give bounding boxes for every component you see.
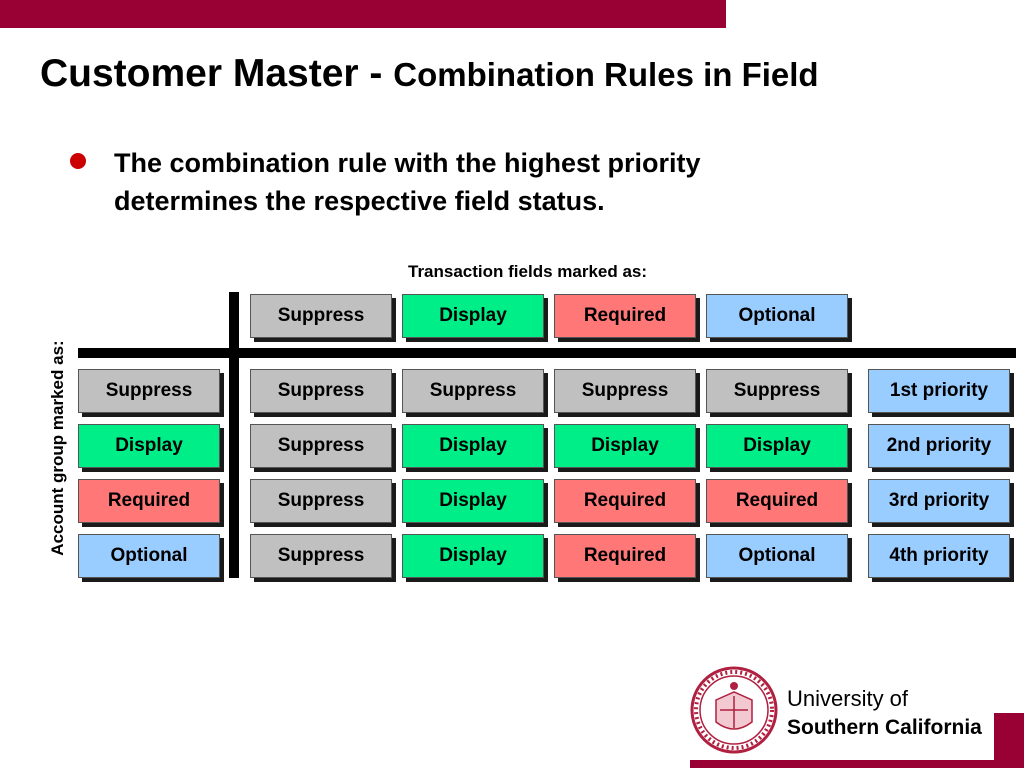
slide-title: Customer Master - Combination Rules in F…	[40, 52, 819, 96]
result-cell: Required	[554, 479, 696, 523]
result-cell: Optional	[706, 534, 848, 578]
result-cell: Display	[402, 424, 544, 468]
slide-title-sub: Combination Rules in Field	[393, 56, 819, 93]
result-cell: Display	[402, 534, 544, 578]
result-cell: Suppress	[250, 369, 392, 413]
column-header: Transaction fields marked as:	[408, 262, 648, 281]
column-box: Display	[402, 294, 544, 338]
matrix-vertical-divider	[229, 292, 239, 578]
priority-box: 1st priority	[868, 369, 1010, 413]
slide-title-main: Customer Master -	[40, 52, 394, 95]
result-cell: Suppress	[250, 479, 392, 523]
row-box: Display	[78, 424, 220, 468]
priority-box: 3rd priority	[868, 479, 1010, 523]
result-cell: Display	[706, 424, 848, 468]
result-cell: Suppress	[250, 534, 392, 578]
university-wordmark-line1: University of	[787, 686, 909, 711]
result-cell: Required	[554, 534, 696, 578]
bullet-dot-icon	[70, 153, 86, 169]
top-accent-bar	[0, 0, 726, 28]
university-wordmark-line2: Southern California	[787, 716, 982, 739]
matrix-horizontal-divider	[78, 348, 1016, 358]
result-cell: Suppress	[554, 369, 696, 413]
priority-box: 2nd priority	[868, 424, 1010, 468]
priority-box: 4th priority	[868, 534, 1010, 578]
column-box: Required	[554, 294, 696, 338]
result-cell: Display	[402, 479, 544, 523]
bottom-accent-line	[690, 760, 1024, 768]
row-box: Required	[78, 479, 220, 523]
column-box: Suppress	[250, 294, 392, 338]
row-box: Suppress	[78, 369, 220, 413]
result-cell: Required	[706, 479, 848, 523]
result-cell: Suppress	[706, 369, 848, 413]
column-box: Optional	[706, 294, 848, 338]
result-cell: Suppress	[250, 424, 392, 468]
university-seal-icon	[690, 666, 778, 754]
result-cell: Suppress	[402, 369, 544, 413]
bottom-accent-bar	[994, 713, 1024, 768]
row-header: Account group marked as:	[48, 340, 67, 556]
row-box: Optional	[78, 534, 220, 578]
bullet-text: The combination rule with the highest pr…	[114, 148, 701, 216]
result-cell: Display	[554, 424, 696, 468]
university-wordmark: University of Southern California	[787, 684, 982, 742]
